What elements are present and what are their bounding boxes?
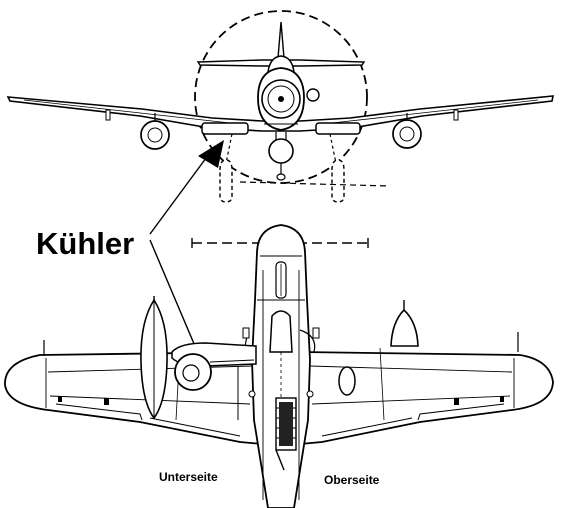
front-oil-cooler	[306, 88, 320, 102]
plan-drop-tank-right	[390, 308, 419, 347]
plan-radiator-intake	[174, 353, 212, 391]
front-canopy	[267, 55, 295, 73]
arrow-front-radiator	[198, 140, 224, 168]
front-wheel-right	[331, 159, 345, 203]
plan-canopy	[269, 310, 293, 353]
upperside-label: Oberseite	[324, 473, 380, 487]
radiator-label: Kühler	[36, 226, 134, 261]
plan-wheel-well-right	[338, 366, 356, 396]
underside-label: Unterseite	[159, 470, 218, 484]
plan-view	[4, 224, 554, 508]
front-drop-tank-left	[140, 120, 170, 150]
front-wheel-left	[219, 159, 233, 203]
front-radiator-right	[315, 122, 361, 135]
front-drop-tank-right	[392, 119, 422, 149]
front-chin-scoop	[268, 138, 294, 164]
front-radiator-left	[201, 122, 249, 135]
leader-line-front	[149, 149, 213, 235]
front-ground-line	[239, 181, 391, 187]
front-view	[6, 10, 554, 203]
front-fin	[277, 21, 285, 59]
